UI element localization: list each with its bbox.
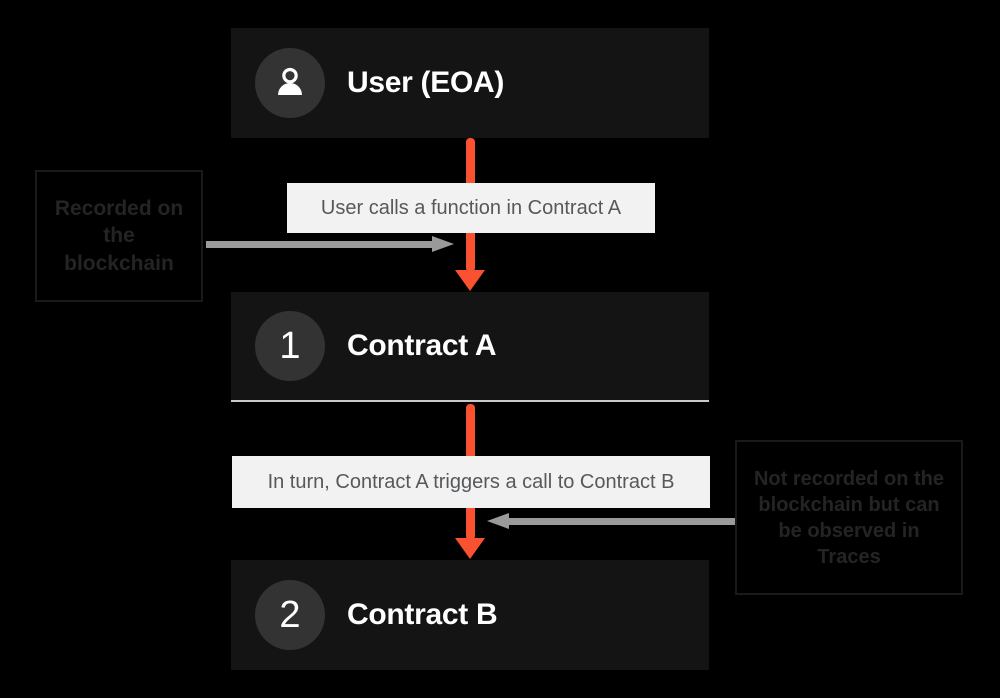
arrow-head-left-icon <box>487 513 509 529</box>
arrow-head-right-icon <box>432 236 454 252</box>
node-contract-b-label: Contract B <box>347 598 498 631</box>
node-contract-b[interactable]: 2 Contract B <box>231 560 709 670</box>
caption-user-calls: User calls a function in Contract A <box>287 183 655 233</box>
arrow-shaft <box>509 518 735 525</box>
callout-not-recorded: Not recorded on the blockchain but can b… <box>735 440 963 595</box>
step-number-badge-1: 1 <box>255 311 325 381</box>
user-icon <box>270 63 310 103</box>
node-user-label: User (EOA) <box>347 66 505 99</box>
node-contract-a[interactable]: 1 Contract A <box>231 292 709 402</box>
arrow-head-down-icon <box>455 538 485 559</box>
node-contract-a-label: Contract A <box>347 329 497 362</box>
callout-recorded: Recorded on the blockchain <box>35 170 203 302</box>
arrow-shaft <box>206 241 432 248</box>
user-avatar-badge <box>255 48 325 118</box>
node-user[interactable]: User (EOA) <box>231 28 709 138</box>
step-number-badge-2: 2 <box>255 580 325 650</box>
arrow-head-down-icon <box>455 270 485 291</box>
annotation-arrow-left <box>487 513 735 529</box>
caption-contract-call: In turn, Contract A triggers a call to C… <box>232 456 710 508</box>
annotation-arrow-right <box>206 236 454 252</box>
